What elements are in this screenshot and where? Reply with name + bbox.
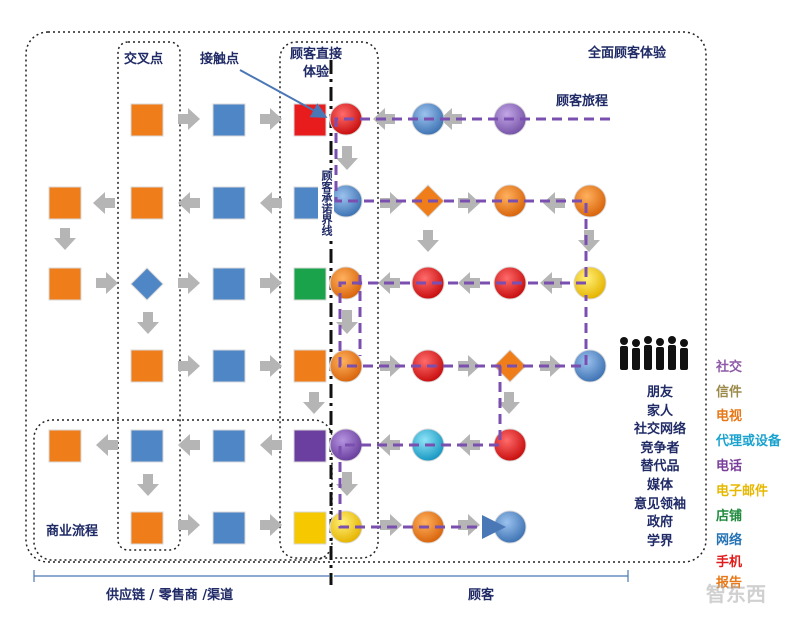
business-process-label: 商业流程 (46, 524, 99, 539)
arrow-down (54, 228, 76, 250)
square-blue (212, 267, 246, 301)
intersection-label: 交叉点 (124, 52, 164, 67)
arrow-left (178, 192, 200, 214)
legend-report: 报告 (716, 576, 743, 591)
influencer-item: 朋友 (646, 385, 673, 400)
square-green (293, 267, 327, 301)
arrow-down (303, 392, 325, 414)
influencer-item: 竞争者 (640, 440, 680, 456)
arrow-left (458, 434, 480, 456)
intersection-column-frame (117, 41, 181, 551)
full-experience-label: 全面顾客体验 (588, 46, 667, 61)
square-blue (212, 103, 246, 137)
square-blue (130, 429, 164, 463)
watermark: 智东西 (706, 582, 766, 606)
legend-mobile: 手机 (716, 555, 743, 570)
influencer-item: 媒体 (646, 477, 673, 493)
arrow-down (137, 312, 159, 334)
legend-web: 网络 (716, 533, 743, 548)
process-squares (48, 103, 327, 545)
square-orange (48, 186, 82, 220)
circle-orange (329, 349, 363, 383)
square-orange (48, 429, 82, 463)
customer-journey-label: 顾客旅程 (556, 94, 609, 109)
supply-chain-label: 供应链 / 零售商 /渠道 (106, 588, 234, 603)
direct-experience-label: 顾客直接 体验 (290, 47, 343, 80)
arrow-right (380, 192, 402, 214)
arrow-down (498, 392, 520, 414)
square-orange (293, 349, 327, 383)
square-orange (48, 267, 82, 301)
arrow-right (458, 192, 480, 214)
square-orange (130, 186, 164, 220)
arrow-left (378, 434, 400, 456)
arrow-right (260, 355, 282, 377)
arrow-down (336, 472, 358, 496)
people-icon (620, 336, 688, 370)
circle-red (411, 266, 445, 300)
influencer-item: 政府 (646, 515, 673, 531)
circle-blue (493, 510, 527, 544)
square-orange (130, 103, 164, 137)
circle-red (493, 266, 527, 300)
arrow-left (260, 434, 282, 456)
arrow-down (417, 230, 439, 252)
influencer-item: 社交网络 (633, 422, 686, 438)
influencer-item: 替代品 (640, 459, 680, 475)
commitment-line-label: 顾客承诺界线 (318, 170, 334, 236)
square-purple (293, 429, 327, 463)
arrow-left (260, 192, 282, 214)
influencer-item: 家人 (646, 403, 673, 419)
arrow-right (178, 355, 200, 377)
square-blue (212, 349, 246, 383)
touchpoint-label: 接触点 (200, 52, 240, 67)
arrow-left (96, 434, 118, 456)
legend-email: 电子邮件 (716, 484, 769, 499)
arrow-down (578, 230, 600, 252)
square-orange (130, 349, 164, 383)
customer-journey-path (334, 117, 610, 527)
legend-store: 店铺 (716, 509, 743, 524)
arrow-right (96, 272, 118, 294)
arrow-left (440, 108, 462, 130)
legend-social: 社交 (716, 360, 743, 375)
square-blue (212, 429, 246, 463)
diamond-blue (130, 267, 164, 301)
legend-agent: 代理或设备 (716, 434, 782, 449)
arrow-right (260, 108, 282, 130)
arrow-right (260, 272, 282, 294)
influencer-list: 朋友 家人 社交网络 竞争者 替代品 媒体 意见领袖 政府 学界 (612, 384, 708, 551)
legend-tv: 电视 (716, 409, 743, 424)
square-orange (130, 511, 164, 545)
touchpoint-pointer (239, 69, 328, 118)
arrow-right (380, 514, 402, 536)
influencer-item: 意见领袖 (633, 496, 686, 512)
business-process-frame (33, 419, 333, 561)
journey-circles (329, 102, 607, 544)
arrow-right (540, 355, 562, 377)
full-experience-frame (25, 31, 707, 563)
arrow-left (543, 192, 565, 214)
arrow-left (178, 434, 200, 456)
arrow-down (137, 474, 159, 496)
arrow-right (178, 108, 200, 130)
legend-phone: 电话 (716, 459, 743, 474)
customer-label: 顾客 (468, 588, 495, 603)
arrow-right (380, 355, 402, 377)
arrow-right (178, 272, 200, 294)
arrow-right (178, 514, 200, 536)
square-blue (212, 186, 246, 220)
circle-yellow (573, 266, 607, 300)
influencer-item: 学界 (646, 533, 673, 549)
square-yellow (293, 511, 327, 545)
arrow-right (458, 514, 480, 536)
arrow-down (336, 146, 358, 170)
legend-mail: 信件 (716, 385, 743, 400)
square-blue (212, 511, 246, 545)
arrow-right (260, 514, 282, 536)
scope-bracket (33, 570, 629, 582)
arrow-left (93, 192, 115, 214)
